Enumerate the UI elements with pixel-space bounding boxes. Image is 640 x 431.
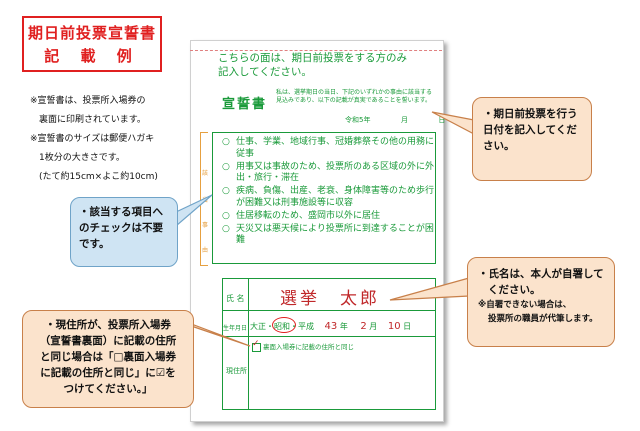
side-label-char: 由: [202, 247, 209, 254]
same-address-row: 裏面入場券に記載の住所と同じ: [252, 339, 354, 352]
info-table: [222, 278, 436, 410]
callout-check-line: です。: [79, 238, 110, 250]
card-header-line2: 記入してください。: [218, 66, 312, 78]
card-heading: 宣誓書: [222, 97, 268, 112]
same-address-text: 裏面入場券に記載の住所と同じ: [263, 343, 354, 351]
reason-mark: ○: [222, 137, 230, 147]
note-line: 裏面に印刷されています。: [30, 115, 146, 125]
note-line: ※宣誓書のサイズは郵便ハガキ: [30, 134, 155, 144]
same-address-checkbox[interactable]: [252, 339, 261, 352]
reason-text: 住居移転のため、盛岡市以外に居住: [236, 210, 381, 221]
callout-address-line: ・現住所が、投票所入場券: [45, 319, 171, 331]
date-era: 令和5年: [345, 116, 371, 124]
reason-item: ○ 天災又は悪天候により投票所に到達することが困難: [222, 224, 434, 247]
reason-text: 疾病、負傷、出産、老衰、身体障害等のため歩行が困難又は刑事施設等に収容: [236, 186, 435, 208]
reason-item: ○ 疾病、負傷、出産、老衰、身体障害等のため歩行が困難又は刑事施設等に収容: [222, 186, 434, 209]
birth-day-unit: 日: [403, 322, 412, 331]
card-description: 私は、選挙期日の当日、下記のいずれかの事由に該当する見込みであり、以下の記載が真…: [276, 89, 433, 104]
birth-month: 2: [360, 321, 367, 332]
birth-day: 10: [387, 321, 401, 332]
title-stamp: 期日前投票宣誓書 記 載 例: [22, 16, 162, 72]
title-main: 期日前投票宣誓書: [27, 24, 156, 42]
reason-text: 用事又は事故のため、投票所のある区域の外に外出・旅行・滞在: [236, 161, 435, 184]
name-label: 氏 名: [226, 294, 245, 303]
date-row: 令和5年 月 日: [345, 115, 445, 125]
card-header: こちらの面は、期日前投票をする方のみ 記入してください。: [218, 51, 407, 79]
callout-date-line: さい。: [483, 140, 515, 152]
callout-address-line: つけてください。」: [63, 383, 153, 395]
side-label-char: 事: [202, 222, 209, 229]
reason-text: 天災又は悪天候により投票所に到達することが困難: [236, 223, 434, 246]
date-month: 月: [400, 116, 408, 124]
card-header-line1: こちらの面は、期日前投票をする方のみ: [218, 52, 407, 64]
birth-eras: 大正・昭和・平成: [250, 322, 314, 331]
birth-row: 大正・昭和・平成 43 年 2 月 10 日: [250, 321, 411, 332]
callout-check-line: のチェックは不要: [79, 222, 163, 234]
reason-box: [212, 132, 436, 264]
name-value: 選挙 太郎: [280, 289, 380, 309]
title-sub: 記 載 例: [44, 47, 140, 65]
notes: ※宣誓書は、投票所入場券の 裏面に印刷されています。 ※宣誓書のサイズは郵便ハガ…: [30, 92, 200, 187]
callout-name-line: ください。: [488, 284, 541, 296]
callout-address-line: （宣誓書裏面）に記載の住所: [39, 335, 177, 347]
reason-mark: ○: [222, 161, 230, 172]
address-label: 現住所: [226, 367, 247, 375]
note-line: 1枚分の大きさです。: [30, 153, 125, 163]
reason-mark: ○: [222, 210, 230, 221]
callout-check: ・該当する項目へ のチェックは不要 です。: [70, 197, 178, 267]
reason-item: ○ 住居移転のため、盛岡市以外に居住: [222, 211, 434, 223]
declaration-card: [190, 40, 444, 422]
callout-date-line: ・期日前投票を行う: [483, 108, 578, 120]
callout-address-line: と同じ場合は「□裏面入場券: [40, 351, 176, 363]
callout-address-line: に記載の住所と同じ」に☑を: [40, 367, 176, 379]
callout-name-subline: ※自署できない場合は、: [478, 300, 572, 310]
callout-check-line: ・該当する項目へ: [79, 206, 163, 218]
reason-mark: ○: [222, 223, 230, 234]
reason-text: 仕事、学業、地域行事、冠婚葬祭その他の用務に従事: [236, 137, 435, 159]
callout-address: ・現住所が、投票所入場券 （宣誓書裏面）に記載の住所 と同じ場合は「□裏面入場券…: [22, 310, 194, 408]
reason-item: ○ 用事又は事故のため、投票所のある区域の外に外出・旅行・滞在: [222, 162, 434, 185]
reason-item: ○ 仕事、学業、地域行事、冠婚葬祭その他の用務に従事: [222, 137, 434, 160]
callout-name-line: ・氏名は、本人が自署して: [478, 268, 604, 280]
note-line: ※宣誓書は、投票所入場券の: [30, 96, 146, 106]
reason-list: ○ 仕事、学業、地域行事、冠婚葬祭その他の用務に従事 ○ 用事又は事故のため、投票所…: [222, 137, 434, 248]
callout-name-subline: 投票所の職員が代筆します。: [488, 314, 598, 324]
birth-label: 生年月日: [223, 325, 248, 332]
date-day: 日: [438, 116, 446, 124]
callout-date: ・期日前投票を行う 日付を記入してくだ さい。: [472, 97, 592, 181]
birth-year-unit: 年: [339, 322, 348, 331]
cut-line: [190, 50, 442, 51]
side-label-char: 該: [202, 170, 209, 177]
callout-name: ・氏名は、本人が自署して ください。 ※自署できない場合は、 投票所の職員が代筆…: [467, 257, 615, 347]
note-line: (たて約15cm×よこ約10cm): [30, 172, 158, 182]
reason-mark: ○: [222, 186, 230, 196]
birth-month-unit: 月: [369, 322, 378, 331]
callout-date-line: 日付を記入してくだ: [483, 124, 577, 136]
reason-bracket: [200, 132, 208, 266]
era-circle: [272, 317, 296, 333]
birth-year: 43: [324, 321, 338, 332]
